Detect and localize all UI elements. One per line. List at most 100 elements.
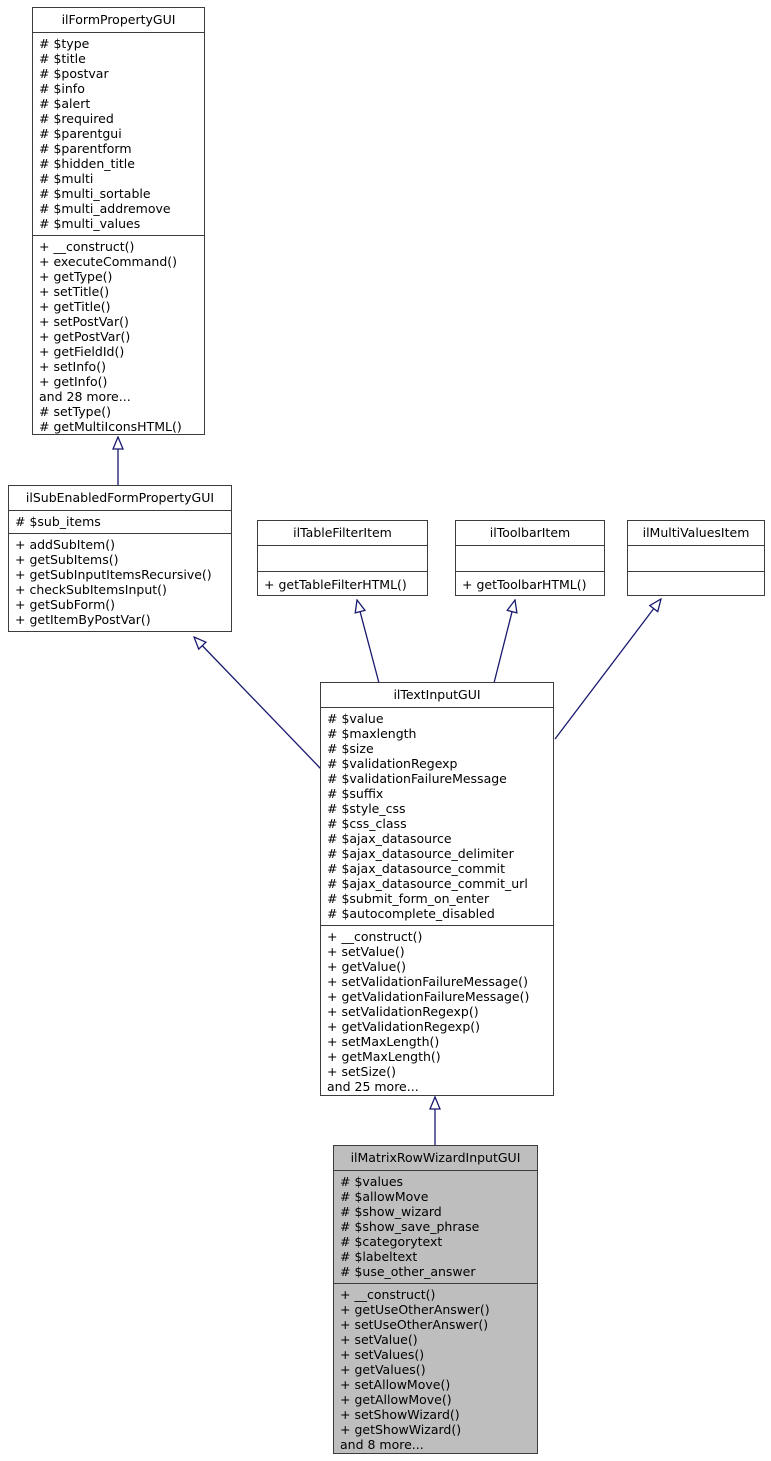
inheritance-arrow-textinput-to-subenabled [194, 637, 322, 770]
member-line: + getToolbarHTML() [462, 577, 587, 592]
member-line: # $labeltext [340, 1249, 418, 1264]
member-line: + getUseOtherAnswer() [340, 1302, 490, 1317]
member-line: + __construct() [340, 1287, 436, 1302]
class-title: ilFormPropertyGUI [33, 8, 204, 33]
inheritance-arrow-textinput-to-multivalues [554, 599, 661, 740]
member-line: # $ajax_datasource [327, 831, 452, 846]
attributes-compartment [258, 546, 427, 572]
class-box-ilTableFilterItem[interactable]: ilTableFilterItem + getTableFilterHTML() [257, 520, 428, 596]
member-line: + addSubItem() [15, 537, 115, 552]
member-line: # $ajax_datasource_commit_url [327, 876, 528, 891]
class-box-ilMatrixRowWizardInputGUI: ilMatrixRowWizardInputGUI # $values# $al… [333, 1145, 538, 1454]
member-line: # $categorytext [340, 1234, 443, 1249]
member-line: # $multi_sortable [39, 186, 151, 201]
member-line: + getValue() [327, 959, 407, 974]
member-line: # $parentform [39, 141, 132, 156]
member-line: + setValidationFailureMessage() [327, 974, 528, 989]
member-line: and 8 more... [340, 1437, 424, 1452]
member-line: # getMultiIconsHTML() [39, 419, 182, 434]
member-line: + setUseOtherAnswer() [340, 1317, 489, 1332]
member-line: + checkSubItemsInput() [15, 582, 167, 597]
member-line: + getType() [39, 269, 113, 284]
member-line: # $value [327, 711, 384, 726]
member-line: # $use_other_answer [340, 1264, 476, 1279]
member-line: + getInfo() [39, 374, 108, 389]
class-box-ilTextInputGUI[interactable]: ilTextInputGUI # $value# $maxlength# $si… [320, 682, 554, 1096]
member-line: # $type [39, 36, 90, 51]
member-line: # $size [327, 741, 374, 756]
member-line: + __construct() [327, 929, 423, 944]
member-line: + setTitle() [39, 284, 110, 299]
member-line: + getTitle() [39, 299, 111, 314]
member-line: # $info [39, 81, 85, 96]
member-line: # $validationFailureMessage [327, 771, 507, 786]
member-line: # $title [39, 51, 86, 66]
member-line: + getShowWizard() [340, 1422, 462, 1437]
member-line: + getValidationRegexp() [327, 1019, 481, 1034]
class-box-ilToolbarItem[interactable]: ilToolbarItem + getToolbarHTML() [455, 520, 605, 596]
member-line: + getSubForm() [15, 597, 116, 612]
inheritance-arrow-textinput-to-toolbar [493, 600, 515, 684]
attributes-compartment: # $value# $maxlength# $size # $validation… [321, 708, 553, 926]
member-line: # $ajax_datasource_commit [327, 861, 506, 876]
methods-compartment: + getToolbarHTML() [456, 572, 604, 598]
methods-compartment: + __construct()+ setValue()+ getValue()+… [321, 926, 553, 1098]
member-line: and 28 more... [39, 389, 131, 404]
class-box-ilSubEnabledFormPropertyGUI[interactable]: ilSubEnabledFormPropertyGUI # $sub_items… [8, 485, 232, 632]
member-line: + setValue() [340, 1332, 418, 1347]
member-line: # $autocomplete_disabled [327, 906, 495, 921]
attributes-compartment: # $sub_items [9, 511, 231, 534]
member-line: + setSize() [327, 1064, 396, 1079]
attributes-compartment: # $values# $allowMove# $show_wizard# $sh… [334, 1171, 537, 1284]
member-line: # $multi_addremove [39, 201, 171, 216]
member-line: # $postvar [39, 66, 109, 81]
member-line: # $allowMove [340, 1189, 429, 1204]
methods-compartment: + __construct()+ getUseOtherAnswer()+ se… [334, 1284, 537, 1456]
class-title: ilToolbarItem [456, 521, 604, 546]
member-line: # $suffix [327, 786, 384, 801]
class-title: ilMatrixRowWizardInputGUI [334, 1146, 537, 1171]
attributes-compartment: # $type# $title# $postvar# $info# $alert… [33, 33, 204, 236]
member-line: + executeCommand() [39, 254, 178, 269]
member-line: # $values [340, 1174, 404, 1189]
methods-compartment: + __construct()+ executeCommand()+ getTy… [33, 236, 204, 438]
member-line: # $multi [39, 171, 94, 186]
member-line: + getSubInputItemsRecursive() [15, 567, 212, 582]
member-line: # $show_wizard [340, 1204, 442, 1219]
methods-compartment: + getTableFilterHTML() [258, 572, 427, 598]
member-line: # $maxlength [327, 726, 417, 741]
member-line: # $style_css [327, 801, 406, 816]
methods-compartment [628, 572, 764, 598]
methods-compartment: + addSubItem()+ getSubItems()+ getSubInp… [9, 534, 231, 631]
member-line: + setValues() [340, 1347, 425, 1362]
member-line: + setShowWizard() [340, 1407, 460, 1422]
member-line: # $hidden_title [39, 156, 135, 171]
class-box-ilFormPropertyGUI[interactable]: ilFormPropertyGUI # $type# $title# $post… [32, 7, 205, 435]
member-line: + setValue() [327, 944, 405, 959]
member-line: + getMaxLength() [327, 1049, 441, 1064]
member-line: # setType() [39, 404, 112, 419]
class-box-ilMultiValuesItem[interactable]: ilMultiValuesItem [627, 520, 765, 596]
member-line: + getAllowMove() [340, 1392, 452, 1407]
member-line: # $required [39, 111, 114, 126]
member-line: + getSubItems() [15, 552, 119, 567]
member-line: and 25 more... [327, 1079, 419, 1094]
member-line: + __construct() [39, 239, 135, 254]
member-line: + getValues() [340, 1362, 426, 1377]
member-line: # $alert [39, 96, 91, 111]
class-title: ilTableFilterItem [258, 521, 427, 546]
member-line: + setPostVar() [39, 314, 129, 329]
member-line: + getTableFilterHTML() [264, 577, 407, 592]
attributes-compartment [456, 546, 604, 572]
member-line: # $multi_values [39, 216, 141, 231]
member-line: # $sub_items [15, 514, 101, 529]
member-line: + getItemByPostVar() [15, 612, 151, 627]
member-line: # $submit_form_on_enter [327, 891, 490, 906]
member-line: # $css_class [327, 816, 407, 831]
member-line: # $ajax_datasource_delimiter [327, 846, 514, 861]
member-line: + getValidationFailureMessage() [327, 989, 530, 1004]
member-line: + setAllowMove() [340, 1377, 451, 1392]
attributes-compartment [628, 546, 764, 572]
member-line: + setValidationRegexp() [327, 1004, 479, 1019]
